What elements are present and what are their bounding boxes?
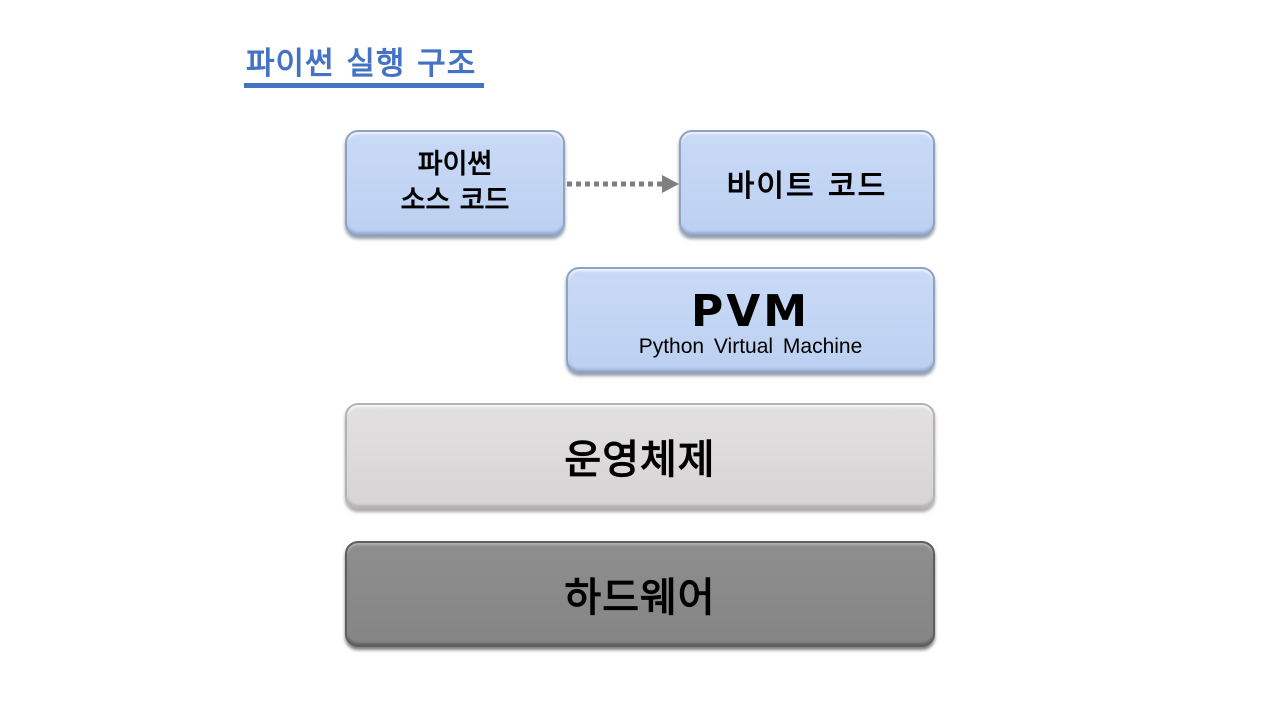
- python-source-code-line2: 소스 코드: [400, 185, 510, 216]
- bytecode-label: 바이트 코드: [726, 169, 888, 204]
- title-underline: [244, 83, 484, 88]
- pvm-label: PVM: [690, 286, 811, 337]
- hardware-box: 하드웨어: [345, 541, 935, 647]
- slide-title: 파이썬 실행 구조: [246, 46, 477, 82]
- python-source-code-line1: 파이썬: [417, 149, 493, 180]
- pvm-sublabel: Python Virtual Machine: [638, 335, 863, 358]
- pvm-box: PVM Python Virtual Machine: [566, 267, 935, 373]
- dotted-arrow: [567, 175, 679, 193]
- operating-system-box: 운영체제: [345, 403, 935, 509]
- bytecode-box: 바이트 코드: [679, 130, 935, 236]
- python-source-code-box: 파이썬 소스 코드: [345, 130, 565, 236]
- operating-system-label: 운영체제: [564, 437, 716, 483]
- hardware-label: 하드웨어: [564, 575, 716, 621]
